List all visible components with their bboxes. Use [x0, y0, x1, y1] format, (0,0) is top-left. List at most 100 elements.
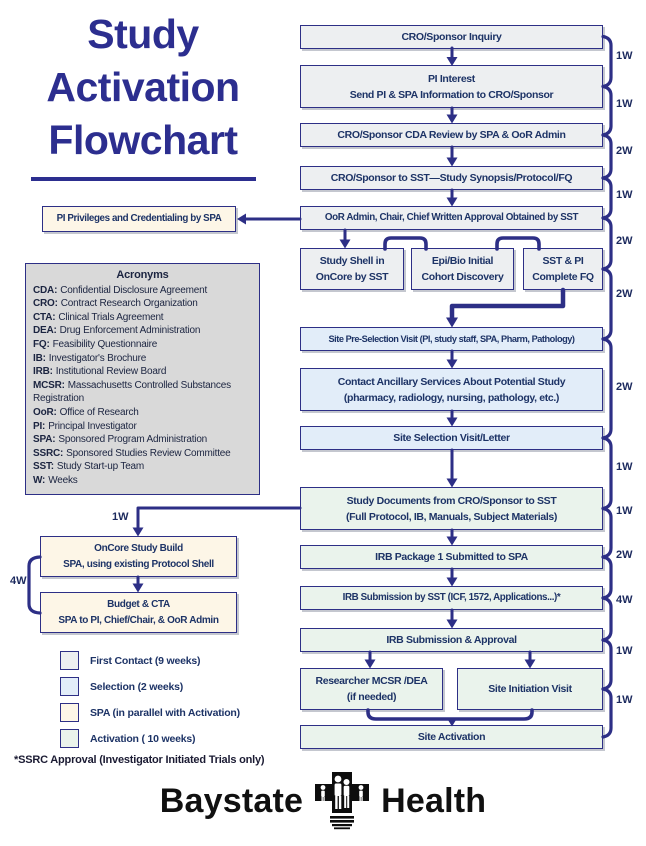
acronym-entry: MCSR:Massachusetts Controlled Substances… [33, 379, 252, 406]
legend-swatch-first-contact [60, 651, 79, 670]
acronym-desc: Institutional Review Board [55, 366, 167, 378]
box-label: IRB Submission & Approval [386, 634, 517, 646]
acronym-entry: IB:Investigator's Brochure [33, 352, 252, 366]
flow-box-irb-submission-sst: IRB Submission by SST (ICF, 1572, Applic… [300, 586, 603, 610]
acronym-desc: Principal Investigator [48, 420, 137, 432]
box-label: CRO/Sponsor CDA Review by SPA & OoR Admi… [337, 129, 566, 141]
box-label: IRB Submission by SST (ICF, 1572, Applic… [342, 592, 561, 603]
box-label: PI Privileges and Credentialing by SPA [56, 213, 222, 224]
box-label: Site Pre-Selection Visit (PI, study staf… [328, 334, 575, 344]
acronym-abbr: IB: [33, 352, 46, 364]
box-label-line1: Contact Ancillary Services About Potenti… [337, 375, 566, 388]
box-label: Site Activation [417, 731, 486, 743]
box-label: CRO/Sponsor Inquiry [401, 31, 502, 43]
acronym-entry: FQ:Feasibility Questionnaire [33, 338, 252, 352]
ssrc-footnote: *SSRC Approval (Investigator Initiated T… [14, 754, 265, 766]
legend-swatch-selection [60, 677, 79, 696]
legend-label: Activation ( 10 weeks) [90, 732, 196, 745]
box-label: OoR Admin, Chair, Chief Written Approval… [324, 212, 579, 223]
acronym-abbr: CRO: [33, 298, 58, 310]
acronym-desc: Massachusetts Controlled Substances Regi… [33, 379, 231, 405]
duration-label-10: 2W [616, 549, 633, 561]
duration-label-spa-brace: 4W [10, 575, 27, 587]
title-line-2: Activation [46, 64, 240, 110]
flow-box-mcsr-dea: Researcher MCSR /DEA (if needed) [300, 668, 443, 710]
acronyms-legend-box: Acronyms CDA:Confidential Disclosure Agr… [25, 263, 260, 495]
duration-label-5: 2W [616, 235, 633, 247]
box-label-line2: Cohort Discovery [421, 271, 504, 283]
flow-box-ancillary-services: Contact Ancillary Services About Potenti… [300, 368, 603, 411]
duration-label-6: 2W [616, 288, 633, 300]
box-label-line1: Epi/Bio Initial [431, 255, 494, 267]
flow-box-pi-privileges: PI Privileges and Credentialing by SPA [42, 206, 236, 232]
box-label: Site Selection Visit/Letter [393, 432, 510, 444]
box-label-line1: SST & PI [542, 255, 584, 267]
acronym-desc: Clinical Trials Agreement [58, 311, 164, 323]
acronym-abbr: IRB: [33, 366, 53, 378]
acronym-entry: SSRC:Sponsored Studies Review Committee [33, 447, 252, 461]
title-underline [30, 177, 256, 181]
box-label-line2: (pharmacy, radiology, nursing, pathology… [343, 391, 560, 404]
duration-label-9: 1W [616, 505, 633, 517]
box-label: CRO/Sponsor to SST—Study Synopsis/Protoc… [330, 172, 573, 184]
baystate-health-logo: Baystate [0, 772, 646, 830]
flow-box-epi-bio-cohort: Epi/Bio Initial Cohort Discovery [411, 248, 514, 290]
acronym-entry: OoR:Office of Research [33, 406, 252, 420]
acronym-abbr: FQ: [33, 338, 50, 350]
flow-box-pi-interest: PI Interest Send PI & SPA Information to… [300, 65, 603, 108]
box-label-line2: (if needed) [346, 691, 397, 703]
box-label-line1: OnCore Study Build [94, 542, 183, 554]
flow-box-site-initiation-visit: Site Initiation Visit [457, 668, 603, 710]
acronym-desc: Drug Enforcement Administration [59, 325, 201, 337]
flow-box-pre-selection-visit: Site Pre-Selection Visit (PI, study staf… [300, 327, 603, 351]
acronym-entry: IRB:Institutional Review Board [33, 365, 252, 379]
flow-box-sst-pi-complete-fq: SST & PI Complete FQ [523, 248, 603, 290]
legend-item-spa: SPA (in parallel with Activation) [60, 703, 240, 722]
acronym-abbr: SPA: [33, 434, 56, 446]
duration-label-12: 1W [616, 645, 633, 657]
legend-label: SPA (in parallel with Activation) [90, 706, 240, 719]
acronym-abbr: W: [33, 474, 46, 486]
box-label-line1: Study Documents from CRO/Sponsor to SST [346, 494, 557, 507]
acronym-desc: Confidential Disclosure Agreement [60, 284, 208, 296]
flow-box-study-synopsis: CRO/Sponsor to SST—Study Synopsis/Protoc… [300, 166, 603, 190]
flow-box-oncore-study-build: OnCore Study Build SPA, using existing P… [40, 536, 237, 577]
box-label-line2: Send PI & SPA Information to CRO/Sponsor [349, 88, 554, 101]
acronyms-title: Acronyms [116, 269, 169, 281]
duration-label-7: 2W [616, 381, 633, 393]
legend-label: First Contact (9 weeks) [90, 654, 201, 667]
acronym-entry: CRO:Contract Research Organization [33, 297, 252, 311]
acronym-abbr: OoR: [33, 406, 57, 418]
acronym-entry: CDA:Confidential Disclosure Agreement [33, 284, 252, 298]
duration-label-oncore-feed: 1W [112, 511, 129, 523]
logo-word-baystate: Baystate [159, 781, 304, 820]
acronym-abbr: SSRC: [33, 447, 64, 459]
acronym-entry: PI:Principal Investigator [33, 420, 252, 434]
flow-box-irb-submission-approval: IRB Submission & Approval [300, 628, 603, 652]
acronym-abbr: PI: [33, 420, 46, 432]
acronym-abbr: DEA: [33, 325, 57, 337]
box-label-line2: OnCore by SST [315, 271, 389, 283]
duration-label-8: 1W [616, 461, 633, 473]
acronym-desc: Weeks [48, 474, 78, 486]
acronym-desc: Sponsored Program Administration [58, 434, 208, 446]
title-line-3: Flowchart [48, 117, 238, 163]
box-label-line1: Study Shell in [319, 255, 385, 267]
box-label-line2: (Full Protocol, IB, Manuals, Subject Mat… [345, 510, 558, 523]
acronym-entry: W:Weeks [33, 474, 252, 488]
flow-box-site-selection: Site Selection Visit/Letter [300, 426, 603, 450]
box-label-line2: SPA to PI, Chief/Chair, & OoR Admin [58, 614, 219, 626]
legend-item-selection: Selection (2 weeks) [60, 677, 183, 696]
flow-box-irb-package-1: IRB Package 1 Submitted to SPA [300, 545, 603, 569]
acronym-desc: Study Start-up Team [56, 461, 145, 473]
flow-box-written-approval: OoR Admin, Chair, Chief Written Approval… [300, 206, 603, 230]
acronym-entry: SPA:Sponsored Program Administration [33, 433, 252, 447]
flow-box-study-shell: Study Shell in OnCore by SST [300, 248, 404, 290]
title-line-1: Study [87, 11, 199, 57]
acronym-abbr: MCSR: [33, 379, 65, 391]
box-label-line1: Budget & CTA [107, 598, 170, 610]
duration-label-1: 1W [616, 50, 633, 62]
box-label-line1: Researcher MCSR /DEA [315, 675, 428, 687]
box-label: IRB Package 1 Submitted to SPA [375, 551, 528, 563]
